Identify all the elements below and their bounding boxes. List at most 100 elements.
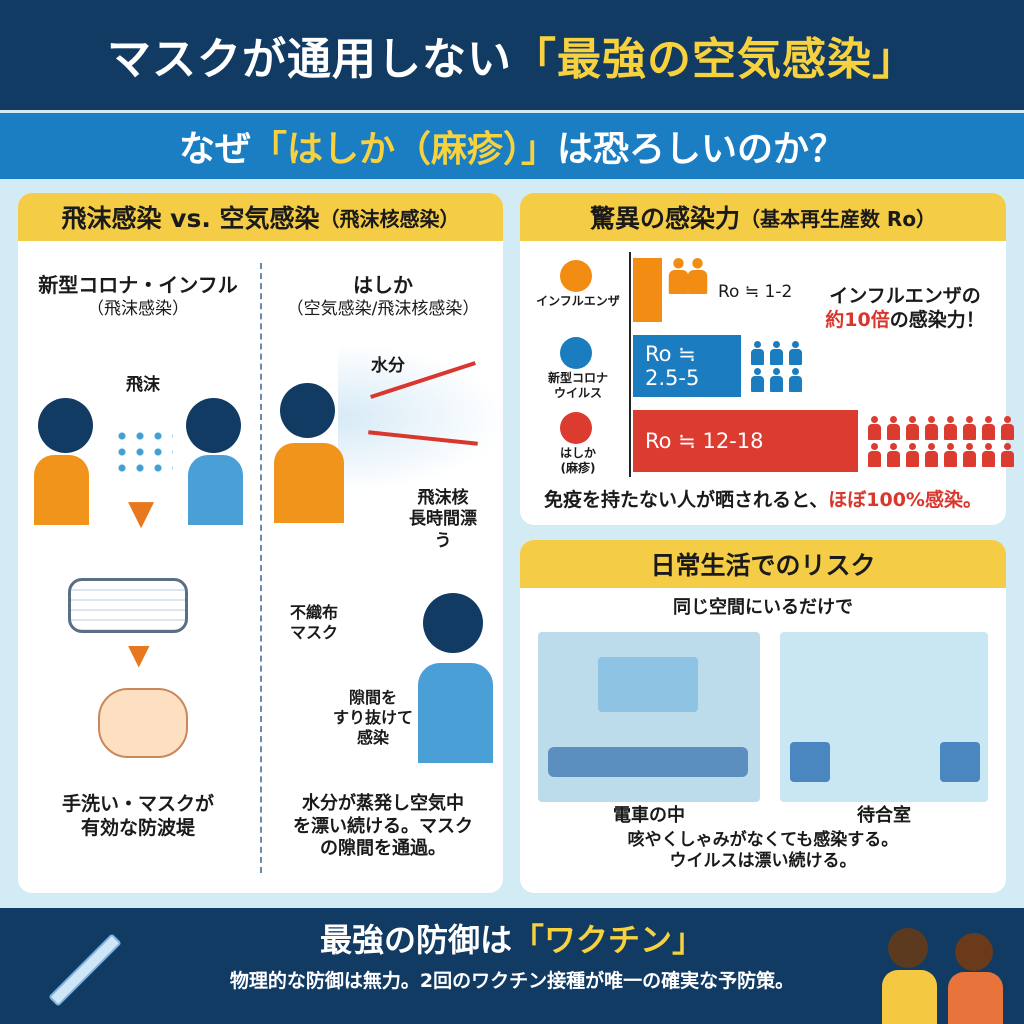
people-icons: [668, 258, 708, 294]
r0-footer-highlight: ほぼ100%感染。: [828, 489, 982, 511]
panel-header: 日常生活でのリスク: [520, 540, 1006, 588]
col2-sub: （空気感染/飛沫核感染）: [286, 299, 480, 319]
bar: [633, 258, 662, 322]
mask-icon: [68, 578, 188, 633]
category-label: 新型コロナ ウイルス: [547, 371, 608, 400]
syringe-icon: [48, 933, 122, 1007]
person-icon: [888, 928, 928, 968]
subtitle: なぜ「はしか（麻疹）」は恐ろしいのか？: [0, 113, 1024, 179]
train-scene: [538, 632, 760, 802]
chart-axis: [629, 252, 631, 477]
virus-icon: [560, 337, 592, 369]
person-icon: [1001, 416, 1014, 440]
bar: Ro ≒ 12-18: [633, 410, 858, 472]
bar-label: Ro ≒ 12-18: [645, 429, 764, 453]
train-window: [598, 657, 698, 712]
person-icon: [982, 416, 995, 440]
virus-icon: [560, 412, 592, 444]
footer-title-highlight: 「ワクチン」: [512, 921, 705, 959]
person-icon: [770, 341, 783, 365]
col1-heading: 新型コロナ・インフル: [38, 273, 238, 297]
person-icon: [982, 443, 995, 467]
nurse-icon: [955, 933, 993, 971]
people-icons: [751, 341, 802, 392]
person-icon: [925, 443, 938, 467]
person-icon: [1001, 443, 1014, 467]
person-icon: [770, 368, 783, 392]
train-seat: [548, 747, 748, 777]
col1-caption: 手洗い・マスクが 有効な防波堤: [61, 793, 214, 839]
arrow-down-icon: ▼: [128, 493, 155, 533]
handwashing-icon: [98, 688, 188, 758]
title-highlight: 「最強の空気感染」: [512, 34, 917, 85]
subtitle-highlight: 「はしか（麻疹）」: [250, 129, 557, 170]
chair: [790, 742, 830, 782]
bar-label: Ro ≒ 2.5-5: [645, 342, 700, 390]
panel-title: 驚異の感染力: [589, 204, 740, 233]
chair: [940, 742, 980, 782]
person-head-icon: [186, 398, 241, 453]
scene2-label: 待合室: [857, 805, 911, 826]
bar: Ro ≒ 2.5-5: [633, 335, 741, 397]
panel-header: 飛沫感染 vs. 空気感染（飛沫核感染）: [18, 193, 503, 241]
person-icon: [963, 443, 976, 467]
footer-text: 物理的な防御は無力。2回のワクチン接種が唯一の確実な予防策。: [229, 970, 795, 992]
person-icon: [944, 443, 957, 467]
droplets-icon: [113, 428, 173, 478]
callout-text: インフルエンザの: [829, 285, 981, 307]
mask-label: 不織布 マスク: [290, 603, 339, 642]
category-label: はしか (麻疹): [559, 446, 596, 475]
person-head-icon: [38, 398, 93, 453]
droplet-label: 飛沫: [126, 375, 160, 395]
risk-panel: 日常生活でのリスク 同じ空間にいるだけで 電車の中 待合室 咳やくしゃみがなくて…: [520, 540, 1006, 893]
r0-footer-text: 免疫を持たない人が晒されると、: [544, 489, 829, 511]
title-text: マスクが通用しない: [107, 34, 512, 85]
air-cloud: [338, 343, 503, 493]
risk-caption: 咳やくしゃみがなくても感染する。 ウイルスは漂い続ける。: [627, 830, 899, 872]
panel-title: 日常生活でのリスク: [650, 551, 876, 580]
panel-title: 飛沫感染 vs. 空気感染: [61, 204, 320, 233]
divider: [260, 263, 262, 873]
footer-banner: 最強の防御は「ワクチン」 物理的な防御は無力。2回のワクチン接種が唯一の確実な予…: [0, 908, 1024, 1024]
person-icon: [887, 443, 900, 467]
person-icon: [868, 443, 881, 467]
person-icon: [944, 416, 957, 440]
category-label: インフルエンザ: [536, 294, 620, 308]
person-icon: [751, 368, 764, 392]
panel-title-small: （基本再生産数 Ro）: [739, 206, 937, 231]
main-title: マスクが通用しない「最強の空気感染」: [0, 0, 1024, 110]
gap-label: 隙間を すり抜けて 感染: [333, 688, 414, 747]
risk-lead: 同じ空間にいるだけで: [673, 597, 853, 618]
callout-highlight: 約10倍: [825, 308, 890, 331]
subtitle-pre: なぜ: [178, 129, 251, 170]
col1-sub: （飛沫感染）: [87, 299, 189, 319]
person-head-icon: [423, 593, 483, 653]
person-body-icon: [188, 455, 243, 525]
water-label: 水分: [371, 356, 405, 376]
person-icon: [751, 341, 764, 365]
person-body-icon: [274, 443, 344, 523]
person-icon: [789, 341, 802, 365]
people-icons: [868, 416, 1014, 467]
waiting-room-scene: [780, 632, 988, 802]
callout-text-2: の感染力！: [889, 308, 985, 331]
nuclei-label: 飛沫核 長時間漂う: [409, 488, 477, 551]
person-body-icon: [34, 455, 89, 525]
person-body-icon: [882, 970, 937, 1024]
person-icon: [687, 258, 708, 294]
subtitle-post: は恐ろしいのか？: [557, 129, 846, 170]
person-icon: [887, 416, 900, 440]
col2-caption: 水分が蒸発し空気中 を漂い続ける。マスク の隙間を通過。: [293, 793, 473, 859]
arrow-down-icon: ▼: [128, 638, 150, 671]
person-head-icon: [280, 383, 335, 438]
virus-icon: [560, 260, 592, 292]
panel-header: 驚異の感染力（基本再生産数 Ro）: [520, 193, 1006, 241]
person-icon: [668, 258, 689, 294]
person-icon: [925, 416, 938, 440]
panel-title-small: （飛沫核感染）: [319, 206, 460, 231]
bar-label: Ro ≒ 1-2: [718, 282, 793, 302]
scene1-label: 電車の中: [613, 805, 685, 826]
person-icon: [789, 368, 802, 392]
person-icon: [868, 416, 881, 440]
col2-heading: はしか: [353, 273, 413, 297]
